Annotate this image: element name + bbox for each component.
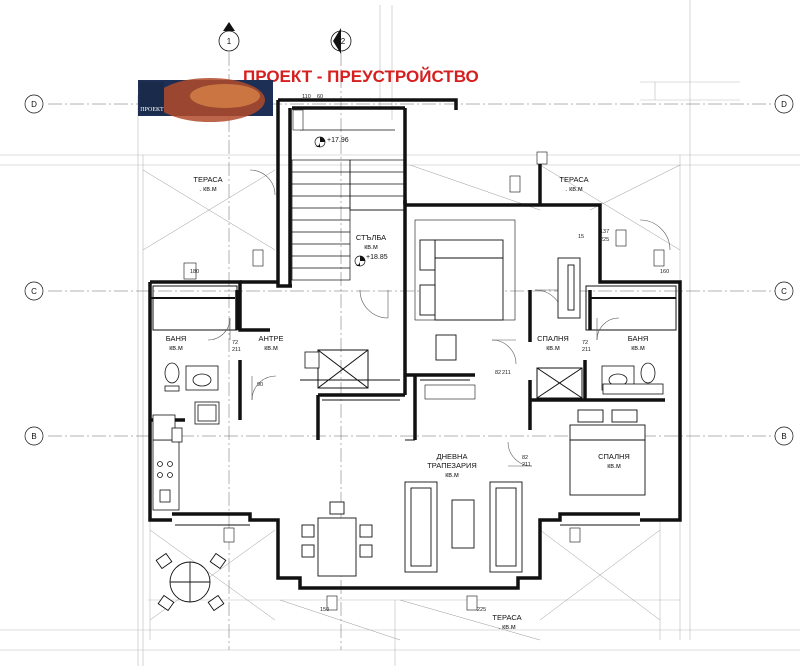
room-labels: ТЕРАСА . кв.м ТЕРАСА . кв.м ТЕРАСА . кв.…: [166, 175, 649, 631]
grid-bubble-icon: C C: [24, 281, 794, 301]
stove-icon: [152, 414, 183, 511]
room-stairs-name: СТЪЛБА: [356, 233, 386, 242]
dim-72-a: 72: [232, 340, 238, 346]
dim-211-d: 211: [502, 370, 511, 376]
dim-137: 137: [600, 229, 609, 235]
room-terrace-bottom-area: . кв.м: [498, 624, 516, 631]
dimension-labels: 72 211 72 211 82 211 82 211 137 225 150 …: [190, 94, 669, 613]
dim-82-b: 82: [495, 370, 501, 376]
room-terrace-left-name: ТЕРАСА: [193, 175, 222, 184]
room-terrace-bottom-name: ТЕРАСА: [492, 613, 521, 622]
room-living-name1: ДНЕВНА: [437, 452, 468, 461]
grid-bubble-icon: 2: [330, 28, 352, 54]
dining-table-icon: [301, 501, 373, 577]
bed-icon: [419, 239, 646, 496]
room-entry-name: АНТРЕ: [258, 334, 283, 343]
dim-72-b: 72: [582, 340, 588, 346]
dim-180: 180: [190, 269, 199, 275]
dim-211-c: 211: [522, 462, 531, 468]
round-table-icon: [155, 552, 227, 612]
sink-icon: [185, 351, 664, 425]
grid-bubble-icon: D D: [24, 94, 794, 114]
room-stairs-area: кв.м: [364, 244, 378, 251]
door-swing-icon: [207, 169, 671, 467]
dim-82-a: 82: [522, 455, 528, 461]
partitions: [152, 285, 677, 526]
room-bath-left-area: кв.м: [169, 345, 183, 352]
grid-label-c-right: C: [781, 287, 787, 296]
room-entry-area: кв.м: [264, 345, 278, 352]
room-terrace-right-name: ТЕРАСА: [559, 175, 588, 184]
grid-label-2: 2: [341, 37, 346, 46]
grid-lines: [48, 52, 775, 650]
dim-211-a: 211: [232, 347, 241, 353]
page-title: ПРОЕКТ - ПРЕУСТРОЙСТВО: [243, 67, 479, 86]
grid-label-b-left: B: [31, 432, 36, 441]
room-bedroom-upper-name: СПАЛНЯ: [537, 334, 569, 343]
grid-label-c-left: C: [31, 287, 37, 296]
room-living-name2: ТРАПЕЗАРИЯ: [427, 461, 477, 470]
room-bedroom-upper-area: кв.м: [546, 345, 560, 352]
dim-211-b: 211: [582, 347, 591, 353]
room-living-area: кв.м: [445, 472, 459, 479]
room-bath-right-area: кв.м: [631, 345, 645, 352]
wardrobe-icon: [414, 219, 516, 400]
room-bath-right-name: БАНЯ: [628, 334, 649, 343]
dim-15: 15: [578, 234, 584, 240]
dim-90: 90: [257, 382, 263, 388]
window-symbol-icon: [183, 109, 665, 611]
grid-label-b-right: B: [781, 432, 786, 441]
grid-label-d-right: D: [781, 100, 787, 109]
room-bath-left-name: БАНЯ: [166, 334, 187, 343]
grid-label-1: 1: [227, 37, 232, 46]
logo-text: ПРОЕКТ: [140, 107, 164, 113]
level-top: +17.96: [327, 137, 349, 144]
grid-label-d-left: D: [31, 100, 37, 109]
room-terrace-right-area: . кв.м: [565, 186, 583, 193]
grid-bubble-icon: 1: [218, 22, 240, 52]
room-terrace-left-area: . кв.м: [199, 186, 217, 193]
dim-60: 60: [317, 94, 323, 100]
dim-160: 160: [660, 269, 669, 275]
level-bottom: +18.85: [366, 254, 388, 261]
room-bedroom-lower-area: кв.м: [607, 463, 621, 470]
grid-bubble-icon: B B: [24, 426, 794, 446]
dim-225-b: 225: [477, 607, 486, 613]
level-marker-icon: [314, 136, 366, 267]
dim-110: 110: [302, 94, 311, 100]
stair-treads: [291, 129, 406, 281]
room-bedroom-lower-name: СПАЛНЯ: [598, 452, 630, 461]
dim-150: 150: [320, 607, 329, 613]
dim-225: 225: [600, 237, 609, 243]
sofa-icon: [404, 481, 523, 573]
company-logo: ПРОЕКТ: [138, 78, 273, 122]
